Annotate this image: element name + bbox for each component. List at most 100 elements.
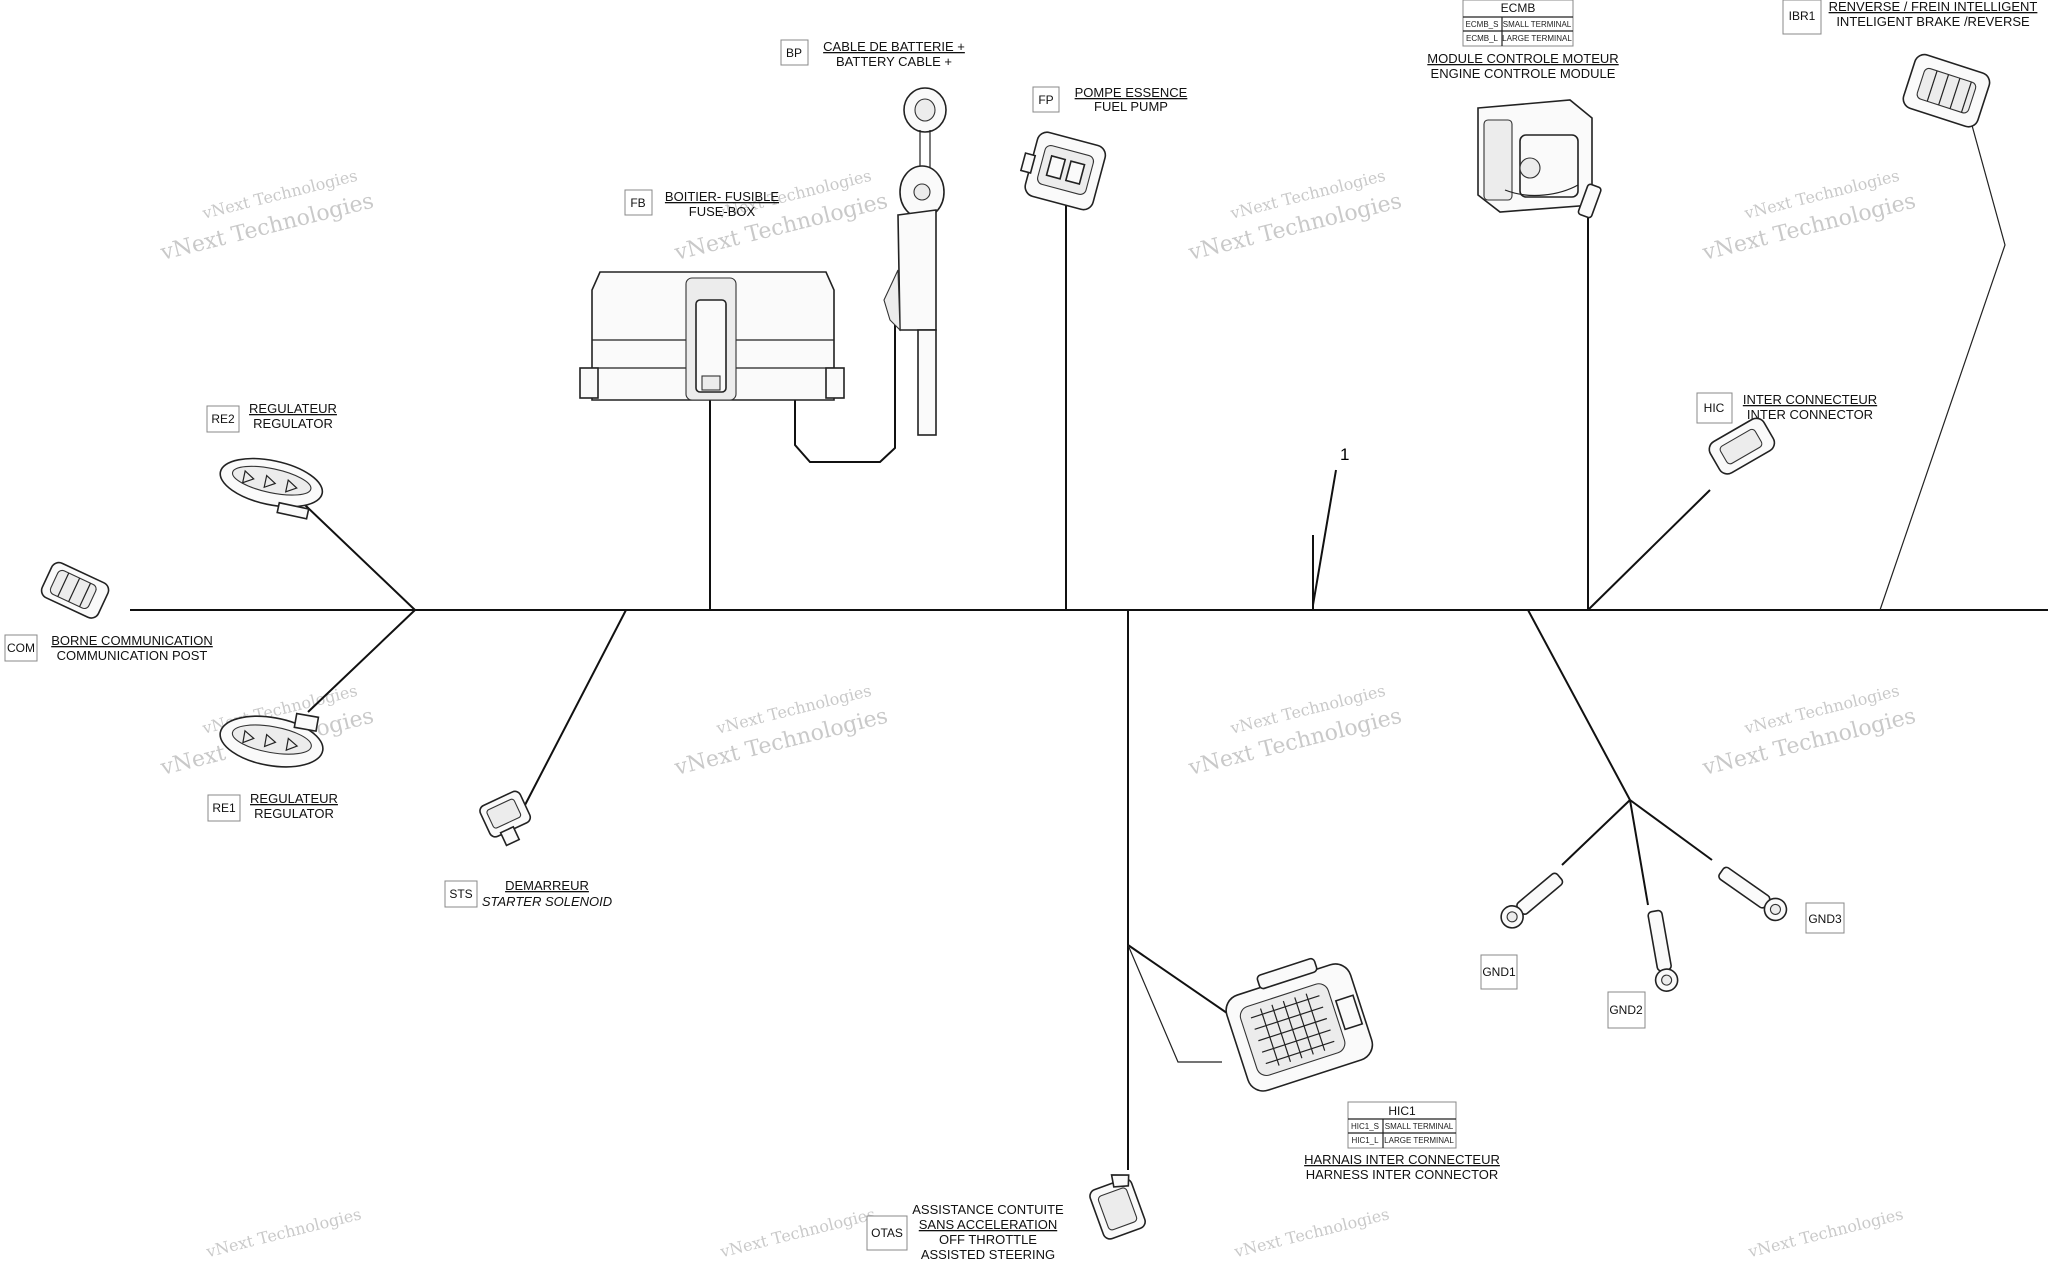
watermark-text-a: vNext Technologies — [1745, 1204, 1905, 1261]
hic1-terminal-s-desc: SMALL TERMINAL — [1385, 1122, 1454, 1131]
component-com[interactable]: COM BORNE COMMUNICATION COMMUNICATION PO… — [4, 560, 213, 663]
wire-re2 — [304, 504, 416, 611]
hic1-connector-icon — [1225, 957, 1374, 1092]
hic-code-box — [1696, 392, 1733, 424]
otas-code-box — [866, 1215, 908, 1251]
fb-label-en: FUSE-BOX — [689, 204, 756, 219]
otas-connector-icon — [1089, 1174, 1146, 1240]
hic-label-en: INTER CONNECTOR — [1747, 407, 1873, 422]
wire-re1 — [307, 609, 416, 713]
otas-label-3: OFF THROTTLE — [939, 1232, 1037, 1247]
component-ecmb[interactable]: ECMB ECMB_S SMALL TERMINAL ECMB_L LARGE … — [1427, 0, 1619, 219]
fb-code-box — [624, 189, 653, 216]
component-sts[interactable]: STS DEMARREUR STARTER SOLENOID — [444, 789, 612, 909]
bp-label-fr: CABLE DE BATTERIE + — [823, 39, 965, 54]
component-hic[interactable]: HIC INTER CONNECTEUR INTER CONNECTOR — [1696, 392, 1877, 477]
re2-code: RE2 — [211, 412, 235, 426]
hic1-table — [1347, 1101, 1457, 1149]
harness-wires — [130, 99, 2048, 1170]
hic1-code: HIC1 — [1388, 1104, 1416, 1118]
wire-hic — [1587, 489, 1711, 611]
hic-connector-icon — [1708, 417, 1776, 475]
watermark-11: vNext Technologies — [1231, 1204, 1391, 1261]
com-code: COM — [7, 641, 35, 655]
component-hic1[interactable]: HIC1 HIC1_S SMALL TERMINAL HIC1_L LARGE … — [1218, 948, 1500, 1182]
sts-label-fr: DEMARREUR — [505, 878, 589, 893]
fusebox-icon — [579, 271, 845, 401]
wire-hic1 — [1127, 944, 1241, 1023]
component-gnd1[interactable]: GND1 — [1480, 869, 1567, 990]
com-connector-icon — [40, 561, 110, 619]
wire-sts — [524, 609, 627, 806]
component-gnd3[interactable]: GND3 — [1715, 863, 1845, 934]
gnd2-ring-terminal-icon — [1647, 909, 1679, 992]
component-fusebox[interactable]: FB BOITIER- FUSIBLE FUSE-BOX — [579, 189, 845, 401]
wire-ground-branch — [1527, 609, 1631, 801]
re2-code-box — [206, 405, 240, 433]
com-label-en: COMMUNICATION POST — [57, 648, 208, 663]
component-fuel-pump[interactable]: FP POMPE ESSENCE FUEL PUMP — [1015, 85, 1188, 212]
fb-label-fr: BOITIER- FUSIBLE — [665, 189, 779, 204]
gnd2-code: GND2 — [1609, 1003, 1643, 1017]
com-code-box — [4, 634, 38, 662]
otas-code: OTAS — [871, 1226, 903, 1240]
sts-code: STS — [449, 887, 472, 901]
gnd3-code: GND3 — [1808, 912, 1842, 926]
re1-label-fr: REGULATEUR — [250, 791, 338, 806]
component-ibr1[interactable]: IBR1 RENVERSE / FREIN INTELLIGENT INTELI… — [1782, 0, 2037, 129]
fuel-pump-connector-icon — [1019, 131, 1107, 211]
fp-label-en: FUEL PUMP — [1094, 99, 1168, 114]
com-label-fr: BORNE COMMUNICATION — [51, 633, 213, 648]
sts-code-box — [444, 880, 478, 908]
ecm-connector-icon — [1477, 99, 1602, 219]
sts-label-en: STARTER SOLENOID — [482, 894, 612, 909]
gnd1-code: GND1 — [1482, 965, 1516, 979]
wire-ibr1 — [1879, 99, 2006, 611]
bp-label-en: BATTERY CABLE + — [836, 54, 952, 69]
fp-code: FP — [1038, 93, 1053, 107]
re2-label-en: REGULATOR — [253, 416, 333, 431]
fp-label-fr: POMPE ESSENCE — [1075, 85, 1188, 100]
watermark-text-a: vNext Technologies — [1231, 1204, 1391, 1261]
wire-gnd2 — [1629, 799, 1649, 906]
gnd3-ring-terminal-icon — [1718, 866, 1788, 922]
re1-label-en: REGULATOR — [254, 806, 334, 821]
ibr1-label-en: INTELIGENT BRAKE /REVERSE — [1836, 14, 2030, 29]
hic-label-fr: INTER CONNECTEUR — [1743, 392, 1877, 407]
re2-label-fr: REGULATEUR — [249, 401, 337, 416]
hic1-label-en: HARNESS INTER CONNECTOR — [1306, 1167, 1499, 1182]
wire-battery-loop — [794, 310, 896, 463]
watermark-text-a: vNext Technologies — [717, 1204, 877, 1261]
wire-gnd1 — [1561, 799, 1631, 866]
component-re2[interactable]: RE2 REGULATEUR REGULATOR — [206, 401, 337, 521]
callout-leader — [1312, 469, 1337, 606]
component-otas[interactable]: OTAS ASSISTANCE CONTUITE SANS ACCELERATI… — [866, 1169, 1147, 1262]
re1-connector-icon — [219, 712, 324, 768]
component-gnd2[interactable]: GND2 — [1607, 909, 1679, 1029]
gnd2-code-box — [1607, 991, 1646, 1029]
hic1-terminal-l-code: HIC1_L — [1351, 1136, 1379, 1145]
ecmb-table — [1462, 0, 1574, 47]
component-battery-cable[interactable]: BP CABLE DE BATTERIE + BATTERY CABLE + — [780, 39, 965, 436]
fp-code-box — [1032, 86, 1060, 113]
hic1-label-fr: HARNAIS INTER CONNECTEUR — [1304, 1152, 1500, 1167]
component-re1[interactable]: RE1 REGULATEUR REGULATOR — [207, 701, 338, 822]
hic1-terminal-s-code: HIC1_S — [1351, 1122, 1379, 1131]
ecmb-terminal-l-desc: LARGE TERMINAL — [1502, 34, 1572, 43]
ecmb-terminal-s-code: ECMB_S — [1466, 20, 1499, 29]
watermark-12: vNext Technologies — [1745, 1204, 1905, 1261]
sts-connector-icon — [479, 790, 532, 847]
otas-label-4: ASSISTED STEERING — [921, 1247, 1055, 1262]
ibr1-code: IBR1 — [1789, 9, 1816, 23]
gnd1-ring-terminal-icon — [1500, 872, 1564, 929]
ibr1-connector-icon — [1902, 53, 1991, 128]
ecmb-code: ECMB — [1501, 1, 1536, 15]
